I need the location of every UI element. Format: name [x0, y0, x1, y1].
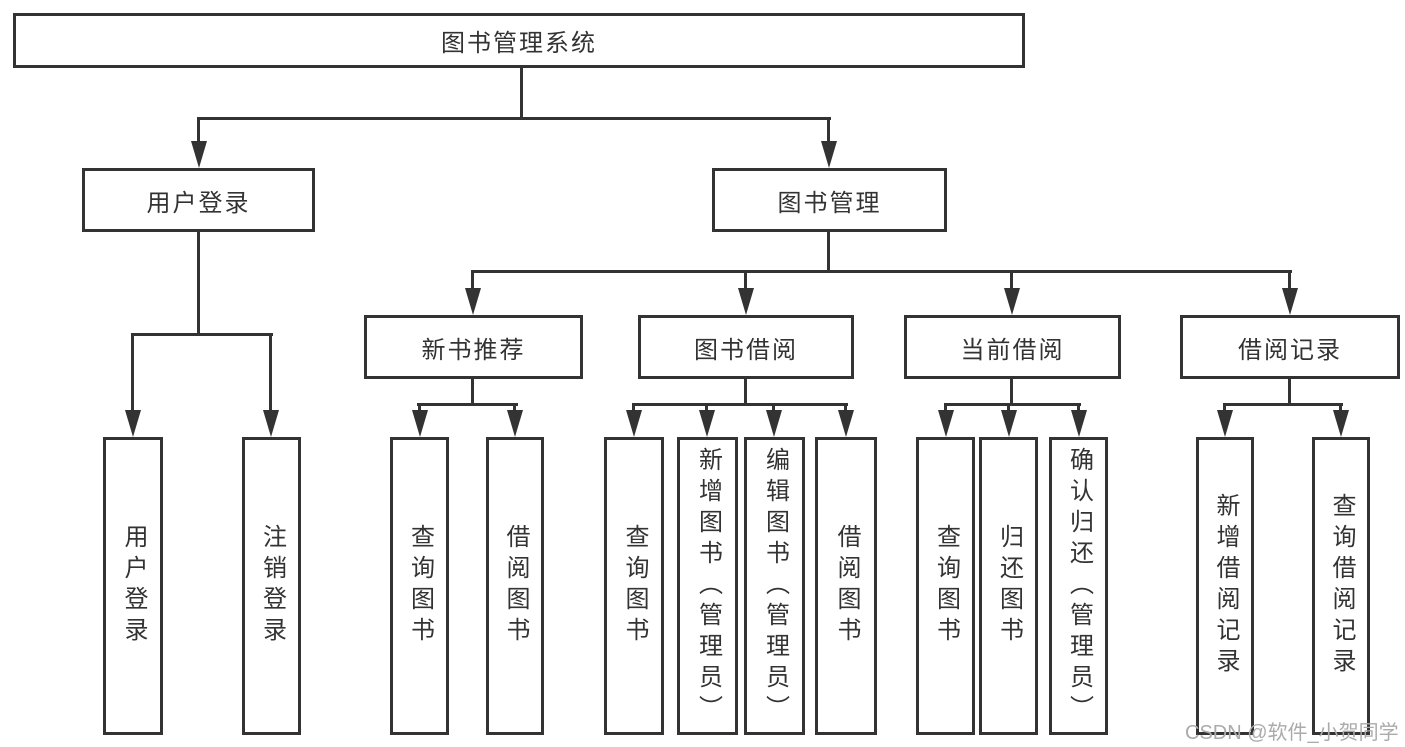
leaf-borrow-books-recommend: 借阅图书: [486, 437, 544, 735]
leaf-label: 确认归还（管理员）: [1065, 446, 1093, 726]
node-current-borrowing: 当前借阅: [904, 315, 1121, 379]
line-borrowing-records-stem: [1288, 377, 1291, 406]
line-user-login-bar: [131, 333, 273, 336]
node-book-borrowing: 图书借阅: [638, 315, 854, 379]
arrow-to-leaf-borrow-books: [838, 410, 854, 437]
line-drop: [944, 403, 947, 413]
line-borrowing-records-drop: [1288, 270, 1291, 292]
line-leaf-logout-drop: [269, 333, 272, 414]
leaf-query-books-current: 查询图书: [916, 437, 975, 735]
arrow-to-leaf-query-books-borrow: [626, 410, 642, 437]
line-new-book-stem: [471, 377, 474, 406]
arrow-to-leaf-confirm-return: [1071, 410, 1087, 437]
arrow-to-leaf-query-books-current: [938, 410, 954, 437]
arrow-to-new-book-recommendation: [465, 288, 481, 315]
line-drop: [1077, 403, 1080, 413]
arrow-to-book-management: [821, 141, 837, 168]
arrow-to-leaf-edit-book: [766, 410, 782, 437]
leaf-label: 注销登录: [258, 524, 286, 648]
leaf-label: 查询图书: [621, 524, 648, 648]
leaf-label: 归还图书: [995, 524, 1023, 648]
line-current-borrowing-bar: [944, 403, 1081, 406]
leaf-label: 编辑图书（管理员）: [761, 446, 789, 726]
line-drop: [513, 403, 516, 413]
line-level2-bar: [197, 117, 831, 120]
line-drop: [844, 403, 847, 413]
line-new-book-bar: [417, 403, 518, 406]
arrow-to-leaf-user-login: [125, 410, 141, 437]
line-current-borrowing-stem: [1010, 377, 1013, 406]
arrow-to-leaf-return-books: [1001, 410, 1017, 437]
line-user-login-stem: [197, 230, 200, 336]
arrow-to-leaf-borrow-books-recommend: [507, 410, 523, 437]
leaf-edit-book-admin: 编辑图书（管理员）: [744, 437, 805, 735]
arrow-to-leaf-logout: [263, 410, 279, 437]
arrow-to-user-login: [191, 141, 207, 168]
arrow-to-leaf-query-books-recommend: [412, 410, 428, 437]
leaf-borrow-books: 借阅图书: [815, 437, 877, 735]
node-user-login: 用户登录: [82, 168, 315, 232]
line-drop: [772, 403, 775, 413]
line-book-borrowing-drop: [744, 270, 747, 292]
leaf-add-book-admin: 新增图书（管理员）: [677, 437, 738, 735]
leaf-query-books-recommend: 查询图书: [390, 437, 449, 735]
line-drop: [418, 403, 421, 413]
arrow-to-leaf-query-borrow-record: [1333, 410, 1349, 437]
leaf-label: 借阅图书: [833, 524, 860, 648]
leaf-label: 查询借阅记录: [1328, 493, 1355, 679]
node-borrowing-records: 借阅记录: [1180, 315, 1400, 379]
line-drop: [1007, 403, 1010, 413]
arrow-to-book-borrowing: [738, 288, 754, 315]
arrow-to-leaf-add-borrow-record: [1217, 410, 1233, 437]
line-drop: [632, 403, 635, 413]
node-root: 图书管理系统: [13, 13, 1025, 68]
line-user-login-drop: [197, 117, 200, 146]
line-borrowing-records-bar: [1223, 403, 1343, 406]
line-level3-bar: [471, 270, 1292, 273]
line-book-borrowing-stem: [744, 377, 747, 406]
leaf-label: 用户登录: [120, 524, 147, 648]
line-drop: [1223, 403, 1226, 413]
leaf-label: 借阅图书: [502, 524, 529, 648]
line-book-management-stem: [827, 230, 830, 273]
line-root-stem: [520, 66, 523, 119]
line-new-book-drop: [471, 270, 474, 292]
node-book-management: 图书管理: [712, 168, 947, 232]
leaf-label: 新增借阅记录: [1212, 493, 1239, 679]
arrow-to-borrowing-records: [1282, 288, 1298, 315]
line-drop: [1339, 403, 1342, 413]
leaf-query-borrow-record: 查询借阅记录: [1312, 437, 1370, 735]
leaf-label: 查询图书: [406, 524, 434, 648]
node-new-book-recommendation: 新书推荐: [364, 315, 583, 379]
arrow-to-leaf-add-book: [699, 410, 715, 437]
leaf-confirm-return-admin: 确认归还（管理员）: [1049, 437, 1108, 735]
leaf-label: 查询图书: [932, 524, 960, 648]
line-book-management-drop: [827, 117, 830, 146]
leaf-add-borrow-record: 新增借阅记录: [1196, 437, 1254, 735]
line-drop: [705, 403, 708, 413]
arrow-to-current-borrowing: [1004, 288, 1020, 315]
leaf-logout: 注销登录: [242, 437, 301, 735]
leaf-user-login: 用户登录: [103, 437, 163, 735]
leaf-query-books-borrow: 查询图书: [604, 437, 664, 735]
watermark: CSDN @软件_小贺同学: [1185, 722, 1399, 744]
line-current-borrowing-drop: [1010, 270, 1013, 292]
leaf-return-books: 归还图书: [979, 437, 1038, 735]
line-leaf-user-login-drop: [131, 333, 134, 414]
line-book-borrowing-bar: [632, 403, 848, 406]
leaf-label: 新增图书（管理员）: [694, 446, 722, 726]
